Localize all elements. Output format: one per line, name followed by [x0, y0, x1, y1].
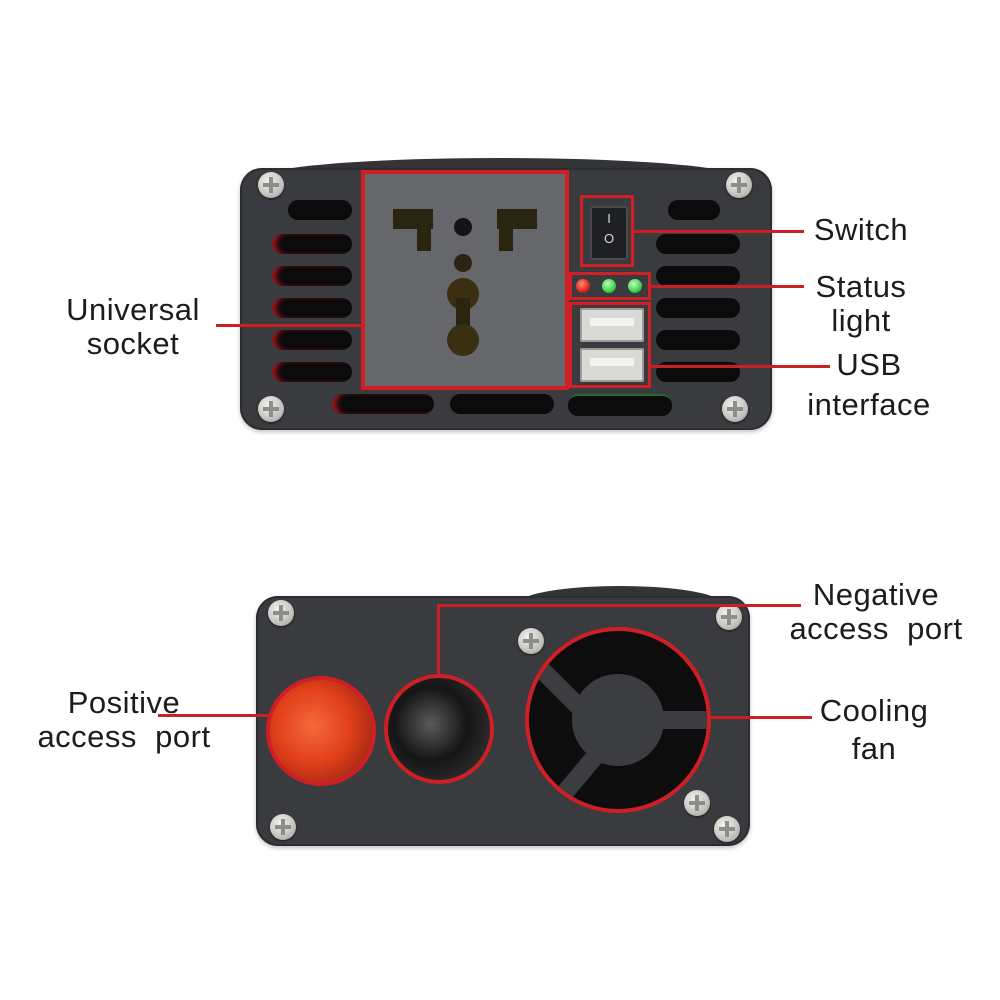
label-line: Cooling — [819, 693, 929, 728]
vent-slot — [568, 394, 672, 416]
switch-off-symbol: O — [603, 231, 615, 246]
label-line: Status — [815, 269, 907, 304]
leader-line-status-light — [650, 285, 804, 288]
leader-line-universal-socket — [216, 324, 364, 327]
label-line: access port — [37, 719, 211, 754]
status-light-highlight — [569, 272, 651, 300]
label-negative-port: Negative access port — [766, 578, 986, 646]
negative-terminal[interactable] — [384, 674, 494, 784]
socket-pin-right-stem — [499, 209, 513, 251]
label-universal-socket: Universal socket — [48, 293, 218, 361]
leader-line-usb — [650, 365, 830, 368]
universal-socket[interactable] — [361, 170, 569, 390]
label-positive-port: Positive access port — [14, 686, 234, 754]
label-line: interface — [807, 387, 931, 422]
label-line: Positive — [67, 685, 181, 720]
leader-line-cooling-fan — [708, 716, 812, 719]
label-line: Universal — [66, 292, 200, 327]
socket-pin-left-stem — [417, 209, 431, 251]
label-cooling-fan: Cooling fan — [804, 694, 944, 766]
label-usb-interface: USB interface — [796, 348, 942, 422]
vent-slot — [272, 298, 352, 318]
vent-slot — [288, 200, 352, 220]
socket-ground-bottom — [447, 324, 479, 356]
label-line: light — [831, 303, 891, 338]
status-led-red — [576, 279, 590, 293]
vent-slot — [272, 266, 352, 286]
switch-on-symbol: I — [607, 211, 611, 226]
status-led-green — [628, 279, 642, 293]
status-led-green — [602, 279, 616, 293]
screw-icon — [518, 628, 544, 654]
vent-slot — [272, 330, 352, 350]
leader-line-positive — [158, 714, 270, 717]
screw-icon — [684, 790, 710, 816]
fan-strut — [529, 654, 590, 718]
socket-hole — [454, 218, 472, 236]
label-line: Negative — [812, 577, 940, 612]
usb-highlight — [569, 302, 651, 388]
cooling-fan — [525, 627, 711, 813]
leader-line-switch — [632, 230, 804, 233]
positive-terminal[interactable] — [266, 676, 376, 786]
vent-slot — [668, 200, 720, 220]
power-switch[interactable]: I O — [590, 206, 628, 260]
vent-slot — [450, 394, 554, 414]
screw-icon — [714, 816, 740, 842]
vent-slot — [272, 234, 352, 254]
fan-strut — [647, 711, 707, 729]
leader-line-negative-vertical — [437, 604, 440, 676]
vent-slot — [656, 234, 740, 254]
screw-icon — [726, 172, 752, 198]
screw-icon — [722, 396, 748, 422]
screw-icon — [258, 172, 284, 198]
vent-slot — [656, 298, 740, 318]
screw-icon — [268, 600, 294, 626]
socket-hole — [454, 254, 472, 272]
usb-port-1[interactable] — [580, 308, 644, 342]
vent-slot — [656, 266, 740, 286]
usb-port-2[interactable] — [580, 348, 644, 382]
label-line: socket — [86, 326, 180, 361]
label-line: USB — [836, 347, 902, 382]
label-switch: Switch — [800, 213, 922, 247]
vent-slot — [272, 362, 352, 382]
label-line: access port — [789, 611, 963, 646]
leader-line-negative-horizontal — [437, 604, 801, 607]
label-line: Switch — [813, 212, 909, 247]
vent-slot — [656, 330, 740, 350]
label-line: fan — [851, 731, 897, 766]
vent-slot — [332, 394, 434, 414]
label-status-light: Status light — [800, 270, 922, 338]
screw-icon — [270, 814, 296, 840]
screw-icon — [716, 604, 742, 630]
screw-icon — [258, 396, 284, 422]
